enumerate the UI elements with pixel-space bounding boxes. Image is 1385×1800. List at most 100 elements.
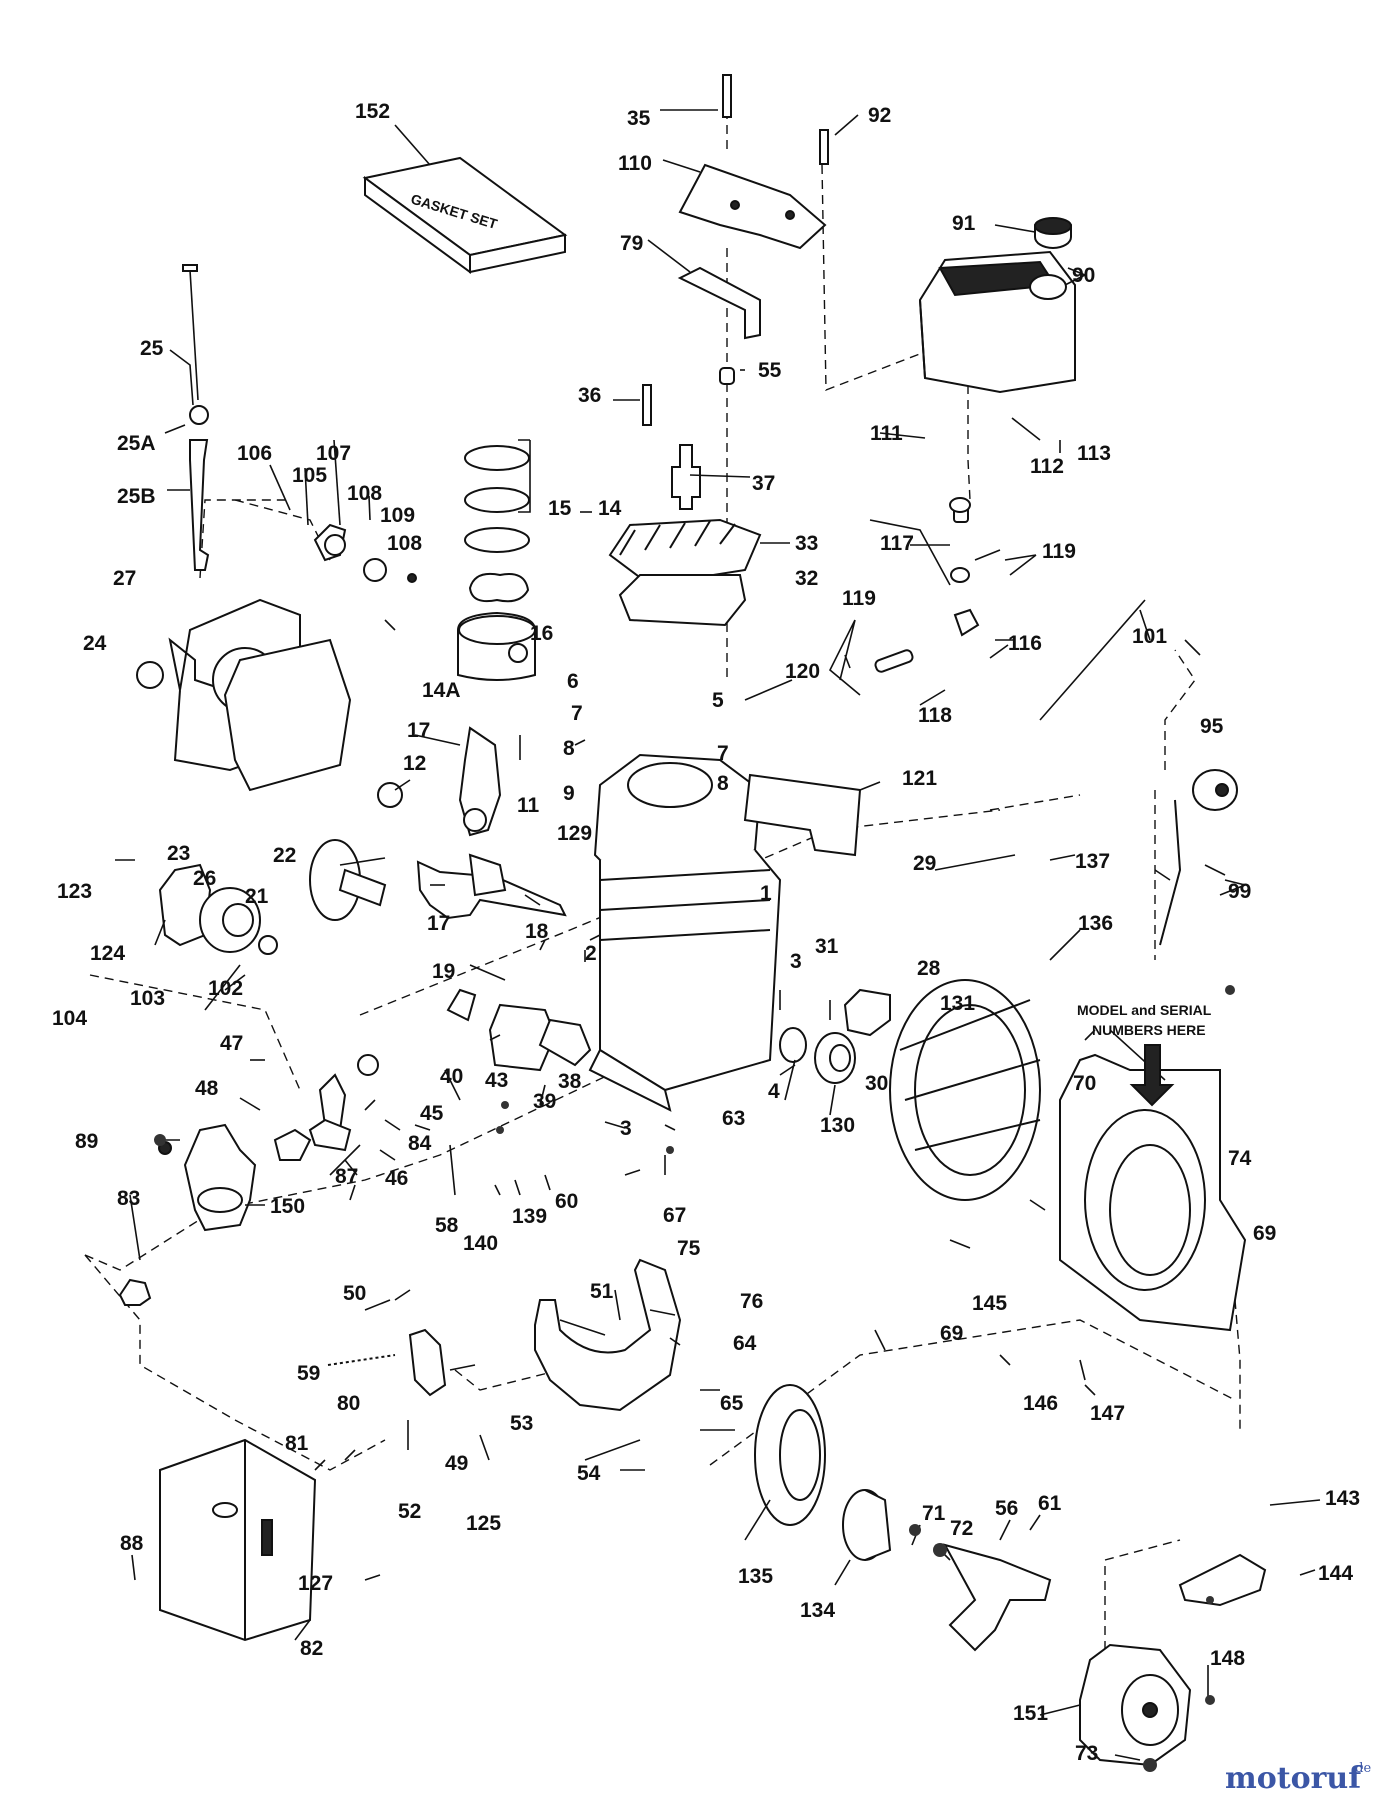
callout-69b: 69	[940, 1322, 963, 1345]
watermark: motoruf .de	[1225, 1761, 1371, 1796]
oil-seal	[136, 661, 164, 689]
callout-56: 56	[995, 1497, 1018, 1520]
callout-1: 1	[760, 882, 772, 905]
callout-82: 82	[300, 1637, 323, 1660]
callout-108a: 108	[347, 482, 382, 505]
callout-4: 4	[768, 1080, 780, 1103]
callout-12: 12	[403, 752, 426, 775]
callout-6: 6	[567, 670, 579, 693]
callout-71: 71	[922, 1502, 946, 1525]
breather-plates	[446, 988, 592, 1072]
callout-89: 89	[75, 1130, 98, 1153]
callout-112: 112	[1030, 455, 1064, 478]
callout-22: 22	[273, 844, 296, 867]
callout-8b: 8	[717, 772, 729, 795]
control-box	[159, 1438, 317, 1642]
callout-45: 45	[420, 1102, 444, 1125]
callout-108b: 108	[387, 532, 422, 555]
callout-14: 14	[598, 497, 622, 520]
callout-21: 21	[245, 885, 269, 908]
callout-118: 118	[918, 704, 952, 727]
blower-housing	[1059, 1053, 1247, 1332]
flywheel	[889, 979, 1041, 1201]
callout-25A: 25A	[117, 432, 156, 455]
callout-72: 72	[950, 1517, 973, 1540]
control-bracket	[327, 1328, 447, 1397]
callout-120: 120	[785, 660, 820, 683]
callout-47: 47	[220, 1032, 243, 1055]
bracket-79	[677, 266, 761, 340]
callout-119b: 119	[842, 587, 876, 610]
callout-7a: 7	[571, 702, 583, 725]
bracket-61	[942, 1543, 1052, 1652]
callout-49: 49	[445, 1452, 468, 1475]
callout-8a: 8	[563, 737, 575, 760]
callout-143: 143	[1325, 1487, 1360, 1510]
callout-3a: 3	[790, 950, 802, 973]
cylinder-shroud	[534, 1258, 682, 1412]
callout-7b: 7	[717, 742, 729, 765]
callout-15: 15	[548, 497, 572, 520]
pulley-134	[842, 1489, 892, 1561]
callout-24: 24	[83, 632, 107, 655]
callout-84: 84	[408, 1132, 432, 1155]
callout-113: 113	[1077, 442, 1111, 465]
callout-102: 102	[208, 977, 243, 1000]
callout-80: 80	[337, 1392, 360, 1415]
callout-67: 67	[663, 1204, 686, 1227]
callout-145: 145	[972, 1292, 1007, 1315]
leader-lines	[115, 109, 1321, 1761]
callout-129: 129	[557, 822, 592, 845]
callout-111: 111	[870, 422, 903, 445]
crankshaft	[416, 853, 567, 920]
callout-70: 70	[1073, 1072, 1096, 1095]
air-cleaner	[158, 863, 278, 955]
crankcase-gasket	[223, 638, 352, 792]
callout-90: 90	[1072, 264, 1095, 287]
callout-105: 105	[292, 464, 327, 487]
bearing-130	[814, 1032, 856, 1084]
callout-125: 125	[466, 1512, 501, 1535]
callout-35: 35	[627, 107, 651, 130]
fuel-tank	[918, 250, 1076, 394]
fuel-line	[1159, 799, 1182, 946]
watermark-main: motoruf	[1225, 1761, 1363, 1796]
callout-131: 131	[940, 992, 975, 1015]
callout-51: 51	[590, 1280, 614, 1303]
bolts	[642, 74, 829, 426]
callout-26: 26	[193, 867, 216, 890]
callout-147: 147	[1090, 1402, 1125, 1425]
callout-50: 50	[343, 1282, 366, 1305]
callout-107: 107	[316, 442, 351, 465]
callout-92: 92	[868, 104, 891, 127]
model-serial-note: MODEL and SERIAL NUMBERS HERE	[1077, 1002, 1212, 1107]
callout-106: 106	[237, 442, 272, 465]
callout-38: 38	[558, 1070, 582, 1093]
callout-121: 121	[902, 767, 937, 790]
fuel-filter	[1192, 769, 1238, 811]
callout-150: 150	[270, 1195, 305, 1218]
starter-pulley	[754, 1384, 826, 1526]
callout-36: 36	[578, 384, 601, 407]
callout-64: 64	[733, 1332, 757, 1355]
callout-91: 91	[952, 212, 976, 235]
callout-137: 137	[1075, 850, 1110, 873]
camshaft-gear	[309, 839, 387, 921]
callout-87: 87	[335, 1165, 358, 1188]
callout-31: 31	[815, 935, 839, 958]
carburetor	[158, 1123, 257, 1232]
bearing-4	[779, 1027, 807, 1063]
callout-140: 140	[463, 1232, 498, 1255]
callout-146: 146	[1023, 1392, 1058, 1415]
callout-52: 52	[398, 1500, 421, 1523]
washer-12	[377, 782, 403, 808]
callout-135: 135	[738, 1565, 773, 1588]
callout-74: 74	[1228, 1147, 1252, 1170]
callout-25B: 25B	[117, 485, 156, 508]
callout-110: 110	[618, 152, 652, 175]
callout-63: 63	[722, 1107, 745, 1130]
callout-69a: 69	[1253, 1222, 1276, 1245]
piston-rings	[464, 445, 530, 603]
